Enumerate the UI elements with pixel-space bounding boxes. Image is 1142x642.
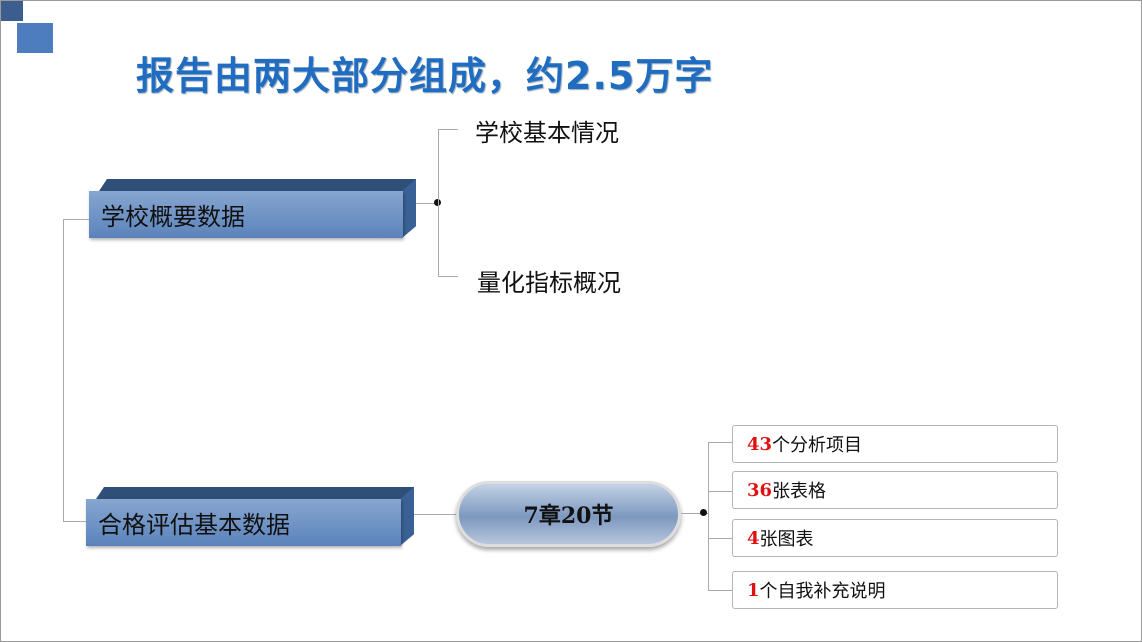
branch-school-basic: 学校基本情况 bbox=[475, 119, 619, 147]
item-number: 36 bbox=[747, 479, 773, 501]
part1-box: 学校概要数据 bbox=[89, 179, 416, 238]
item-number: 43 bbox=[747, 433, 773, 455]
part1-label: 学校概要数据 bbox=[101, 203, 245, 231]
item-number: 4 bbox=[747, 527, 760, 549]
item-text: 个自我补充说明 bbox=[759, 581, 886, 602]
part1-bracket-top bbox=[438, 129, 458, 130]
part2-label: 合格评估基本数据 bbox=[98, 511, 290, 539]
items-tick bbox=[708, 590, 732, 591]
item-text: 张图表 bbox=[759, 529, 814, 550]
pill-connector bbox=[681, 513, 708, 514]
item-text: 张表格 bbox=[772, 481, 827, 502]
items-tick bbox=[708, 442, 732, 443]
slide-title: 报告由两大部分组成，约2.5万字 bbox=[136, 54, 714, 98]
trunk-line-top bbox=[63, 219, 91, 220]
part2-box: 合格评估基本数据 bbox=[86, 487, 414, 546]
part2-connector bbox=[414, 514, 459, 515]
decor-square-dark bbox=[1, 1, 23, 21]
item-number: 1 bbox=[747, 579, 760, 601]
items-tick bbox=[708, 491, 732, 492]
branch-quant-indicators: 量化指标概况 bbox=[477, 269, 621, 297]
trunk-line-bottom bbox=[63, 521, 89, 522]
decor-square-light bbox=[17, 23, 53, 53]
item-text: 个分析项目 bbox=[772, 435, 863, 456]
summary-pill: 7章20节 bbox=[456, 481, 681, 547]
part1-bracket-bottom bbox=[438, 276, 458, 277]
part1-connector bbox=[416, 203, 438, 204]
items-tick bbox=[708, 538, 732, 539]
items-bracket bbox=[708, 442, 709, 591]
part1-dot bbox=[434, 199, 441, 206]
part1-bracket bbox=[438, 129, 439, 277]
pill-dot-right bbox=[700, 509, 707, 516]
trunk-line bbox=[63, 219, 64, 521]
